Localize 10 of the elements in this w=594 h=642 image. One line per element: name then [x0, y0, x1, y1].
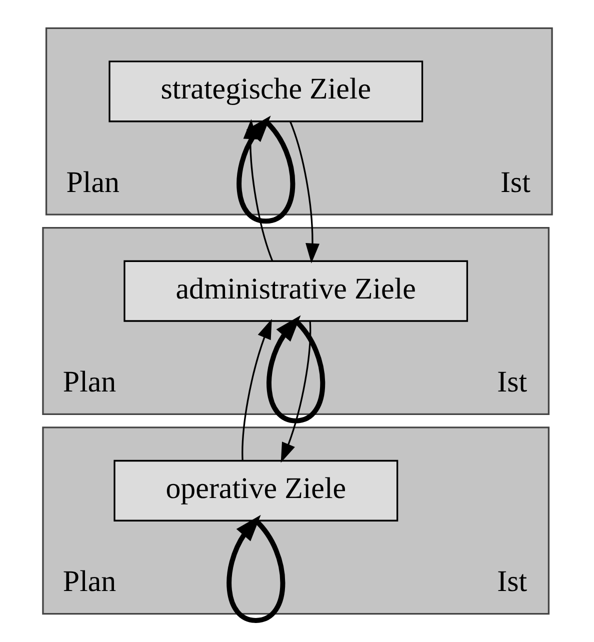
- arrow: [226, 514, 285, 623]
- arrow: [242, 119, 273, 262]
- arrow: [241, 318, 272, 460]
- arrow: [266, 315, 325, 424]
- node-box: administrative Ziele: [123, 260, 468, 322]
- arrow: [280, 321, 311, 463]
- node-box: strategische Ziele: [108, 60, 423, 122]
- arrow: [289, 121, 320, 264]
- node-box: operative Ziele: [113, 460, 398, 522]
- arrow: [236, 116, 295, 224]
